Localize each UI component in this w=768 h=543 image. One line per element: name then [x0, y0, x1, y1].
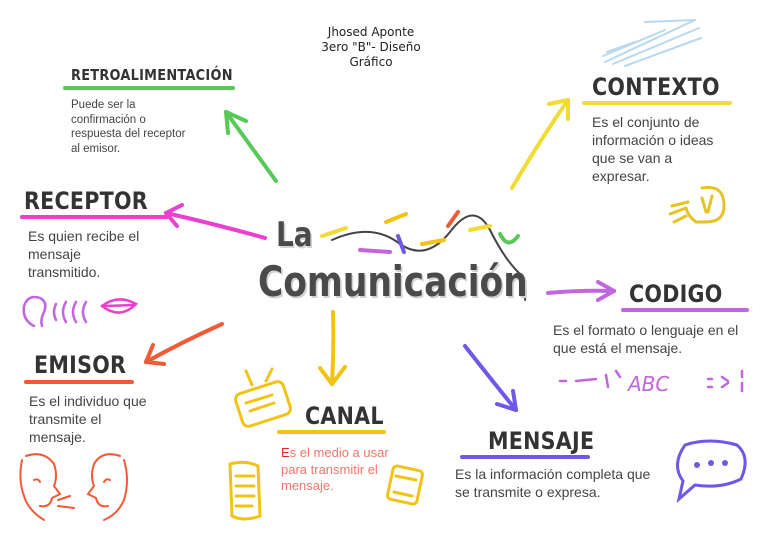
paper-icon — [602, 19, 702, 67]
mouth-icon — [99, 298, 139, 314]
arrow-canal — [318, 310, 347, 386]
speech-bubble-icon — [676, 439, 747, 504]
contexto-description: Es el conjunto de información o ideas qu… — [592, 114, 714, 184]
retroalimentacion-heading: RETROALIMENTACIÓN — [71, 66, 233, 84]
faces-icon — [19, 453, 128, 521]
contexto-heading: CONTEXTO — [592, 73, 720, 101]
author-group: 3ero "B"- Diseño Gráfico — [321, 40, 421, 69]
tv-icon — [234, 367, 292, 428]
document-icon — [228, 460, 262, 521]
codigo-heading: CODIGO — [629, 280, 723, 308]
canal-description-text: s el medio a usar para transmitir el men… — [281, 445, 389, 494]
receptor-underline — [20, 215, 170, 219]
arrow-receptor — [164, 203, 267, 240]
retroalimentacion-description: Puede ser la confirmación o respuesta de… — [71, 99, 186, 156]
emisor-heading: EMISOR — [34, 351, 127, 379]
retroalimentacion-underline — [63, 86, 235, 90]
canal-underline — [277, 430, 386, 434]
canal-description: Es el medio a usar para transmitir el me… — [281, 445, 416, 495]
arrow-emisor — [144, 322, 224, 366]
arrow-codigo — [546, 280, 616, 302]
title-line-1: La — [276, 215, 313, 255]
codigo-doodle-text: ABC — [626, 372, 669, 396]
canal-heading: CANAL — [305, 402, 384, 430]
squiggle-decoration — [320, 210, 527, 301]
phone-icon — [386, 464, 424, 506]
codigo-underline — [621, 308, 749, 312]
receptor-description: Es quien recibe el mensaje transmitido. — [28, 228, 140, 280]
arrow-mensaje — [463, 344, 518, 412]
lightbulb-icon — [668, 185, 726, 224]
arrow-contexto — [510, 98, 570, 190]
receptor-heading: RECEPTOR — [24, 187, 148, 215]
author-name: Jhosed Aponte — [327, 25, 415, 39]
emisor-underline — [24, 380, 134, 384]
canal-description-first-letter: E — [281, 445, 290, 460]
ear-icon — [22, 295, 88, 328]
mensaje-description: Es la información completa que se transm… — [455, 466, 651, 500]
mensaje-heading: MENSAJE — [488, 427, 595, 455]
contexto-underline — [582, 101, 732, 105]
title-line-2: Comunicación — [258, 257, 528, 306]
author-block: Jhosed Aponte 3ero "B"- Diseño Gráfico — [306, 25, 436, 70]
mensaje-underline — [460, 455, 590, 459]
arrow-retroalimentacion — [224, 110, 278, 183]
codigo-description: Es el formato o lenguaje en el que está … — [553, 322, 739, 356]
codigo-doodle: ABC — [558, 369, 744, 396]
emisor-description: Es el individuo que transmite el mensaje… — [29, 393, 147, 445]
